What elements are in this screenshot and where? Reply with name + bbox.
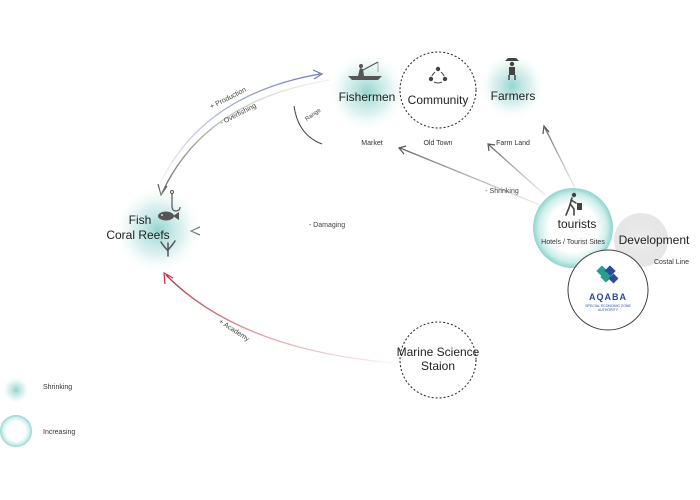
farmers-label: Farmers bbox=[491, 89, 536, 103]
legend-shrinking-swatch bbox=[2, 376, 30, 404]
development-label: Development bbox=[619, 233, 690, 247]
aqaba-logo-text: AQABA bbox=[589, 292, 627, 302]
coral-icon bbox=[160, 240, 176, 257]
community-icon bbox=[428, 66, 448, 84]
legend-increasing-label: Increasing bbox=[43, 429, 75, 436]
marine-science-node bbox=[399, 321, 477, 399]
tourist-icon bbox=[565, 192, 582, 216]
farmers-node bbox=[478, 52, 546, 120]
farm-land-label: Farm Land bbox=[496, 140, 530, 147]
fisherman-boat-icon bbox=[348, 61, 382, 80]
academy-label: + Academy bbox=[217, 318, 250, 343]
old-town-label: Old Town bbox=[423, 140, 452, 147]
range-label: Range bbox=[304, 107, 322, 122]
shrinking-label: - Shrinking bbox=[485, 188, 519, 195]
aqaba-logo-subtext-1: SPECIAL ECONOMIC ZONE bbox=[585, 304, 631, 308]
fishermen-node bbox=[327, 52, 407, 132]
tourists-farmers-arrowhead bbox=[542, 124, 550, 135]
farmer-icon bbox=[505, 58, 519, 80]
range-arc bbox=[293, 105, 323, 145]
hotels-label: Hotels / Tourist Sites bbox=[541, 239, 605, 246]
overfishing-arrow bbox=[161, 79, 331, 194]
development-node bbox=[614, 213, 668, 267]
legend-increasing-swatch bbox=[0, 415, 32, 447]
tourists-label: tourists bbox=[558, 217, 597, 231]
station-label: Staion bbox=[421, 359, 455, 373]
shrinking-arrow bbox=[399, 147, 541, 206]
tourists-farmland-arrowhead bbox=[487, 143, 496, 152]
marine-science-label: Marine Science bbox=[397, 345, 480, 359]
aqaba-node bbox=[567, 249, 649, 331]
fishermen-label: Fishermen bbox=[339, 90, 396, 104]
damaging-label: - Damaging bbox=[309, 222, 345, 229]
community-label: Community bbox=[408, 93, 469, 107]
legend-shrinking-label: Shrinking bbox=[43, 384, 72, 391]
production-arrow bbox=[157, 73, 321, 189]
academy-arrow bbox=[165, 274, 396, 364]
fish-label: Fish bbox=[129, 213, 152, 227]
shrinking-arrowhead bbox=[397, 145, 407, 155]
fish-icon bbox=[158, 211, 179, 221]
production-arrowhead bbox=[312, 69, 324, 80]
tourists-node bbox=[533, 188, 613, 268]
aqaba-logo-subtext-2: AUTHORITY bbox=[598, 308, 619, 312]
tourists-farmland-arrow bbox=[488, 144, 546, 196]
costal-line-label: Costal Line bbox=[654, 259, 689, 266]
coral-reefs-label: Coral Reefs bbox=[106, 228, 169, 242]
community-node bbox=[399, 51, 477, 129]
fish-hook-icon bbox=[170, 190, 181, 212]
academy-arrowhead bbox=[163, 271, 174, 285]
tourists-farmers-arrow bbox=[544, 127, 576, 189]
overfishing-label: - Overfishing bbox=[219, 102, 258, 126]
market-label: Market bbox=[361, 140, 382, 147]
